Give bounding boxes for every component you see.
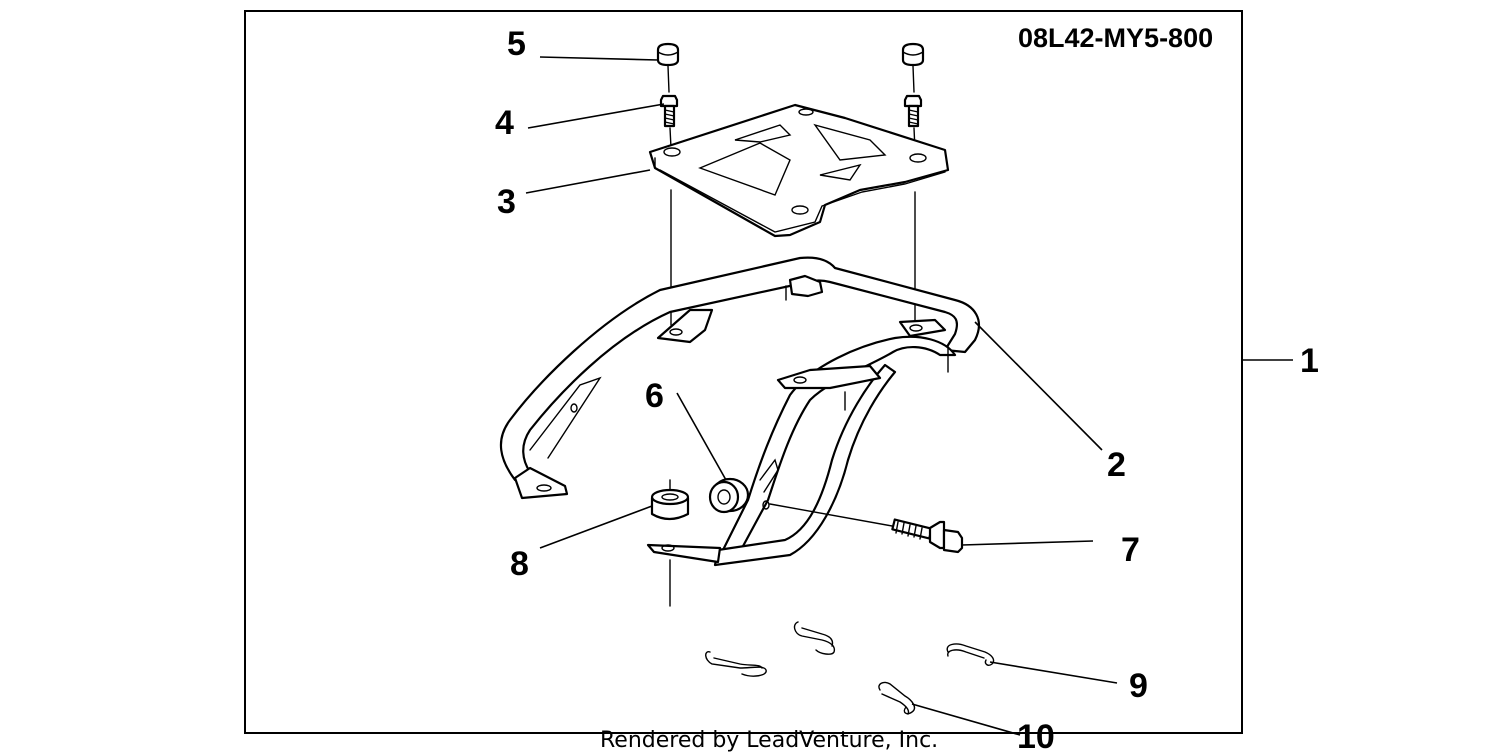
callout-2[interactable]: 2 — [1107, 446, 1126, 484]
rack-frame-part-2 — [499, 256, 981, 567]
mounting-plate-part-3 — [648, 103, 950, 238]
grommet-part-6 — [708, 477, 750, 514]
clip-part-10 — [878, 681, 916, 715]
part-number: 08L42-MY5-800 — [1018, 23, 1213, 53]
diagram-frame — [244, 10, 1243, 734]
collar-part-8 — [650, 488, 690, 521]
callout-3[interactable]: 3 — [497, 183, 516, 221]
callout-6-leader — [676, 392, 727, 481]
callout-7[interactable]: 7 — [1121, 531, 1140, 569]
callout-10[interactable]: 10 — [1017, 718, 1055, 756]
callout-8[interactable]: 8 — [510, 545, 529, 583]
clip-left — [705, 651, 767, 677]
cap-to-bolt-line-right — [912, 65, 915, 93]
callout-7-leader — [961, 540, 1094, 546]
cap-to-bolt-line-left — [667, 65, 670, 93]
flange-bolt-part-7 — [891, 518, 964, 554]
callout-3-leader — [525, 169, 651, 194]
callout-8-leader — [539, 505, 653, 549]
bolt-axis-line — [769, 503, 893, 527]
callout-4[interactable]: 4 — [495, 104, 514, 142]
callout-5-leader — [539, 56, 659, 61]
render-credit: Rendered by LeadVenture, Inc. — [600, 728, 938, 753]
cap-part-5 — [656, 42, 925, 67]
callout-2-leader — [974, 321, 1103, 451]
clip-part-9 — [946, 643, 995, 666]
clip-center — [793, 621, 836, 655]
callout-1[interactable]: 1 — [1300, 342, 1319, 380]
callout-9[interactable]: 9 — [1129, 667, 1148, 705]
callout-5[interactable]: 5 — [507, 25, 526, 63]
bolt-part-4 — [659, 94, 923, 128]
callout-6[interactable]: 6 — [645, 377, 664, 415]
callout-10-leader — [911, 703, 1021, 736]
callout-4-leader — [527, 103, 665, 129]
callout-9-leader — [989, 661, 1118, 684]
